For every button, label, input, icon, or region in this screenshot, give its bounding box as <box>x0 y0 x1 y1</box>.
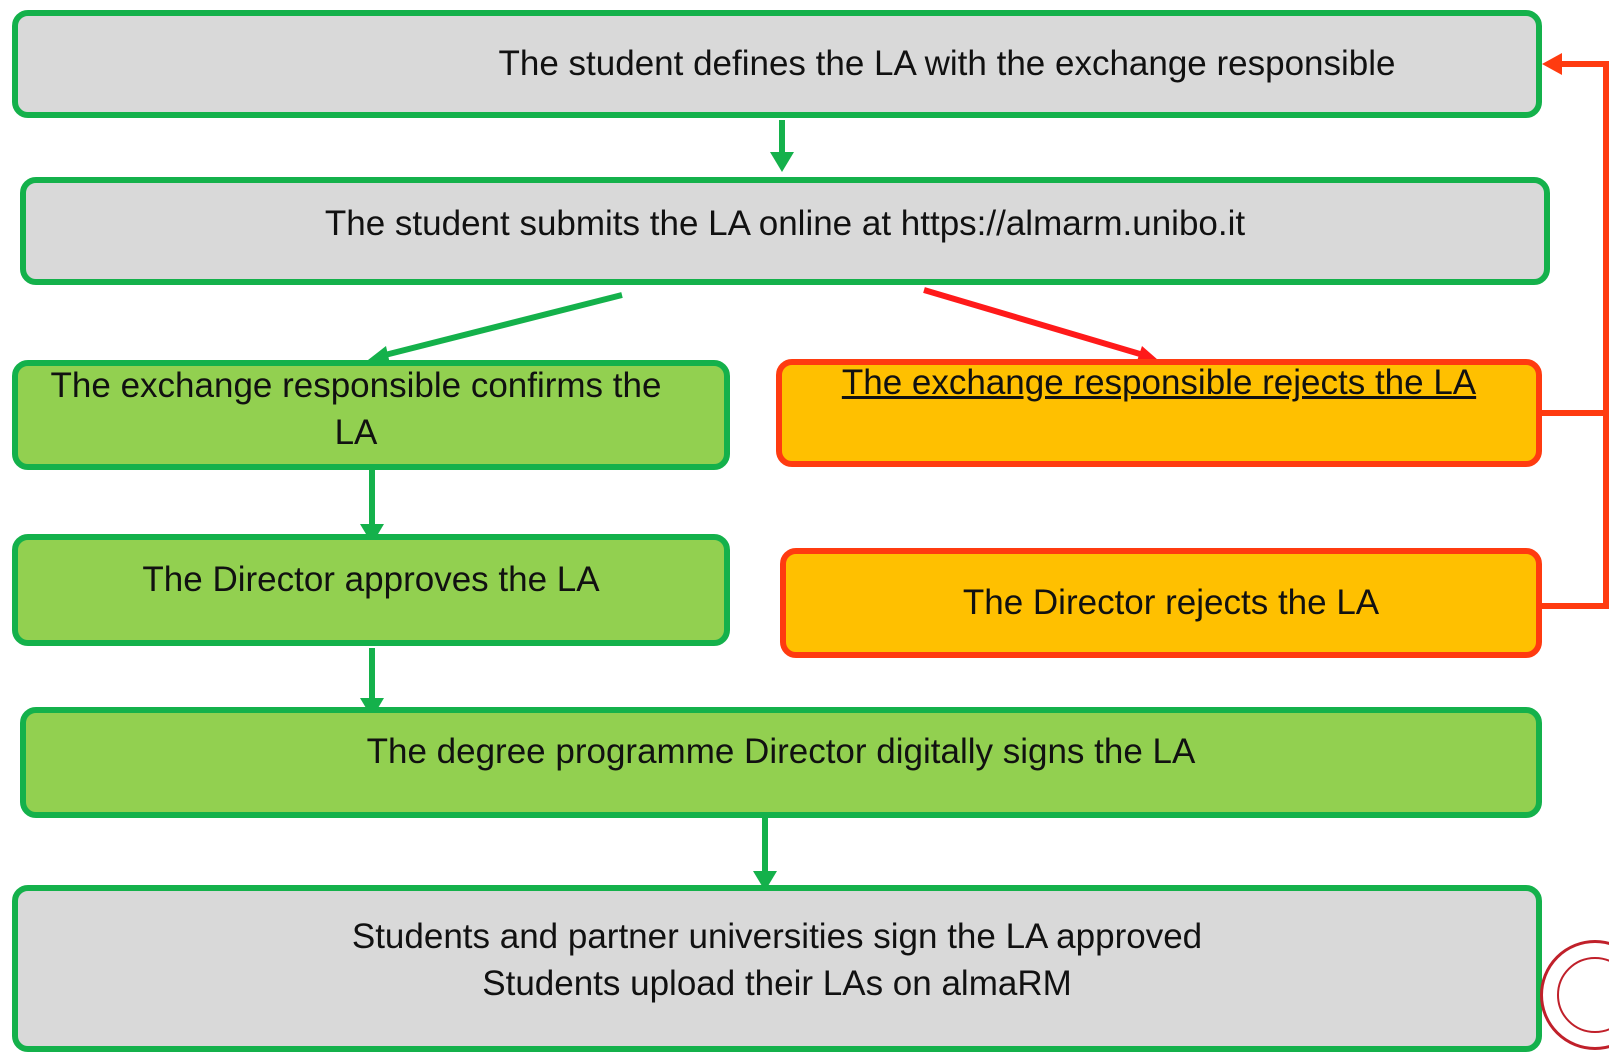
step-exchange-rejects: The exchange responsible rejects the LA <box>776 359 1542 467</box>
red-arrow-submit-to-reject <box>923 287 1158 364</box>
step-sign-text: The degree programme Director digitally … <box>366 731 1196 771</box>
green-arrow-confirm-to-approve <box>360 470 384 544</box>
step-director-signs: The degree programme Director digitally … <box>20 707 1542 818</box>
step-reject-director-text: The Director rejects the LA <box>962 583 1380 623</box>
step-exchange-confirms: The exchange responsible confirms the LA <box>12 360 730 470</box>
step-reject-exchange-text: The exchange responsible rejects the LA <box>841 363 1477 402</box>
green-arrow-submit-to-confirm <box>368 292 623 364</box>
step-confirm-text: The exchange responsible confirms the LA <box>50 366 662 453</box>
step-define-text: The student defines the LA with the exch… <box>498 44 1396 84</box>
green-arrow-sign-to-final <box>753 818 777 891</box>
step-submit-text: The student submits the LA online at htt… <box>324 204 1246 244</box>
step-director-rejects: The Director rejects the LA <box>780 548 1542 658</box>
red-loop-back-to-define <box>1540 53 1609 609</box>
step-director-approves: The Director approves the LA <box>12 534 730 646</box>
green-arrow-define-to-submit <box>770 120 794 172</box>
step-define-la: The student defines the LA with the exch… <box>12 10 1542 118</box>
final-line-2: Students upload their LAs on almaRM <box>482 964 1072 1004</box>
step-approve-text: The Director approves the LA <box>142 560 600 600</box>
seal-inner-ring <box>1557 957 1609 1033</box>
step-submit-online: The student submits the LA online at htt… <box>20 177 1550 285</box>
final-line-1: Students and partner universities sign t… <box>351 917 1203 956</box>
step-final-upload: Students and partner universities sign t… <box>12 885 1542 1052</box>
